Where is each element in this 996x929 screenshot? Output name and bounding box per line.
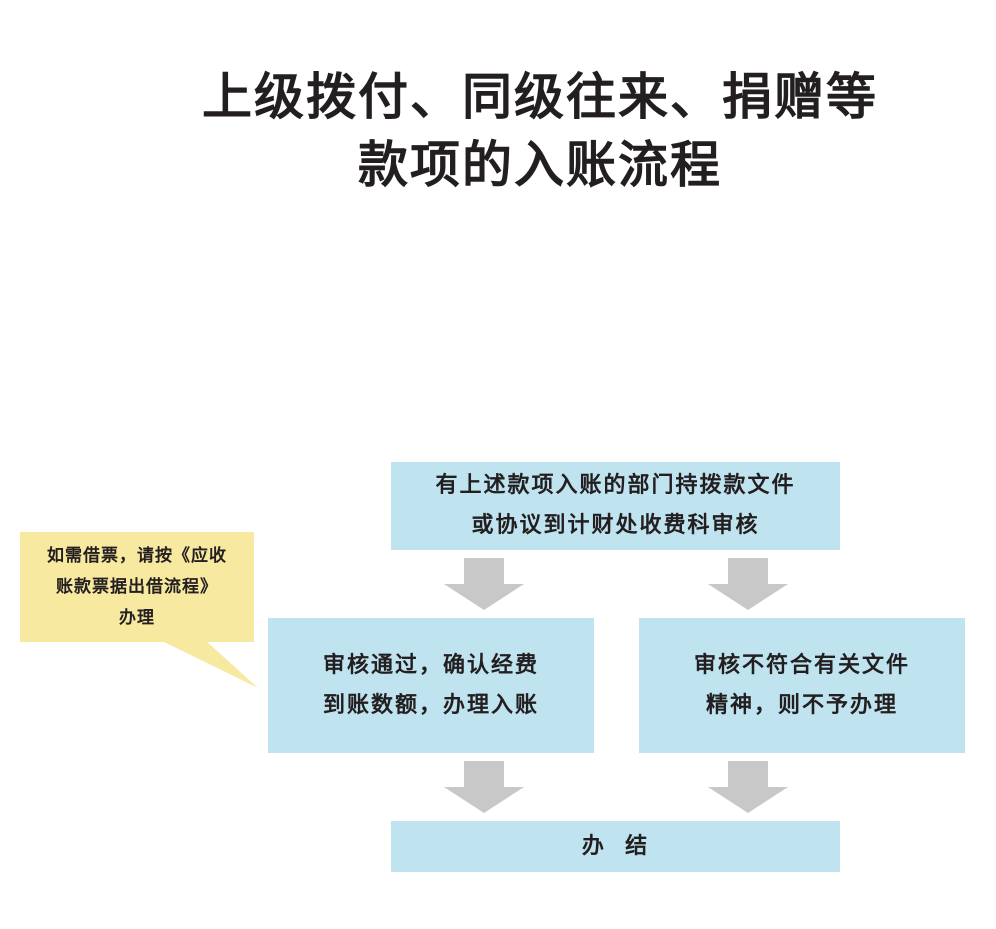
arrow-down-icon — [444, 761, 524, 813]
callout-tail — [160, 640, 258, 688]
end-label: 办 结 — [581, 833, 650, 859]
note-line-3: 办理 — [119, 607, 155, 628]
title-line-1: 上级拨付、同级往来、捐赠等 — [202, 68, 878, 126]
end-step-box: 办 结 — [391, 821, 840, 872]
approved-line-2: 到账数额，办理入账 — [322, 692, 539, 718]
approved-step-box: 审核通过，确认经费 到账数额，办理入账 — [268, 618, 594, 753]
start-step-box: 有上述款项入账的部门持拨款文件 或协议到计财处收费科审核 — [391, 462, 840, 550]
rejected-step-box: 审核不符合有关文件 精神，则不予办理 — [639, 618, 965, 753]
note-line-2: 账款票据出借流程》 — [56, 576, 218, 597]
rejected-line-1: 审核不符合有关文件 — [693, 652, 910, 678]
note-line-1: 如需借票，请按《应收 — [47, 545, 227, 566]
arrow-down-icon — [444, 558, 524, 610]
approved-line-1: 审核通过，确认经费 — [322, 652, 539, 678]
start-line-2: 或协议到计财处收费科审核 — [471, 513, 760, 538]
start-line-1: 有上述款项入账的部门持拨款文件 — [435, 473, 796, 498]
rejected-line-2: 精神，则不予办理 — [705, 692, 898, 718]
arrow-down-icon — [708, 761, 788, 813]
note-callout: 如需借票，请按《应收 账款票据出借流程》 办理 — [20, 532, 254, 642]
arrow-down-icon — [708, 558, 788, 610]
title-line-2: 款项的入账流程 — [358, 136, 722, 194]
